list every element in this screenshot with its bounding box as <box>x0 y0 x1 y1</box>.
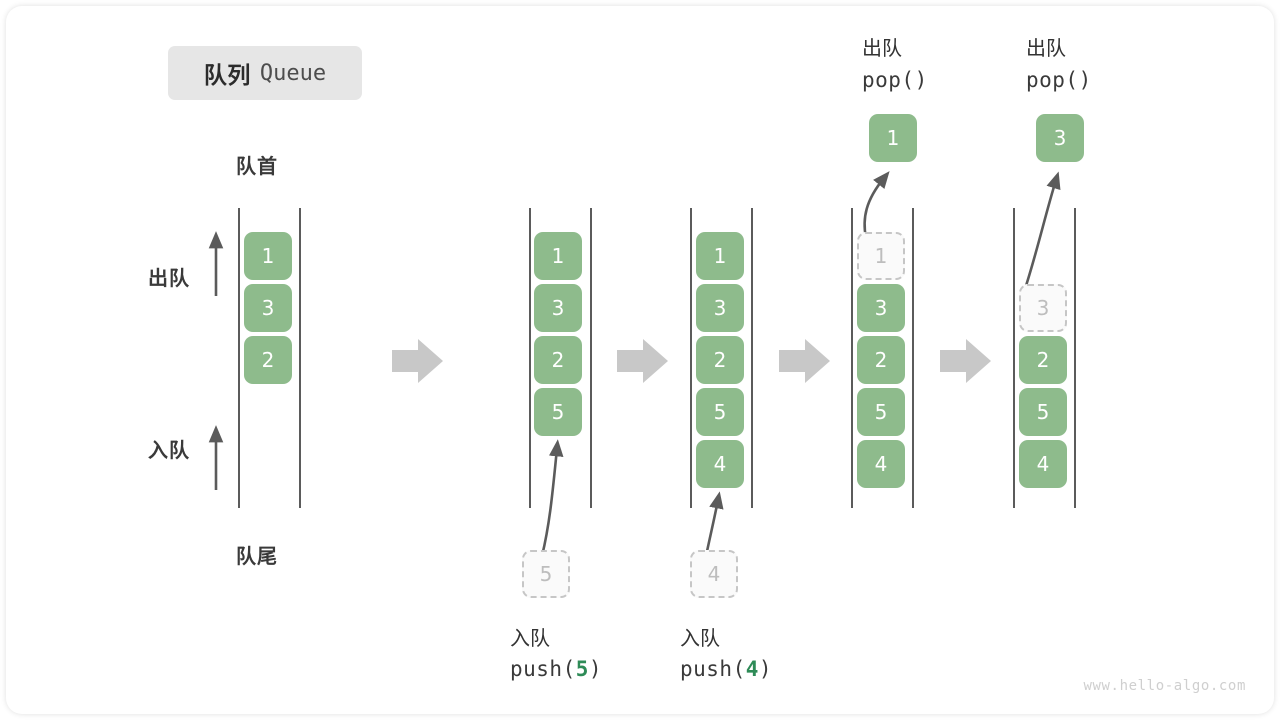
pop-3-call: pop() <box>1026 68 1092 92</box>
label-front: 队首 <box>236 154 278 178</box>
pop-1-call: pop() <box>862 68 928 92</box>
queue-1-cell-2: 3 <box>244 284 292 332</box>
pop-3-arrow <box>1022 171 1061 293</box>
queue-3-rail-left <box>690 208 692 508</box>
queue-1-rail-right <box>299 208 301 508</box>
title-cn: 队列 <box>203 63 251 89</box>
queue-2-cell-2: 3 <box>534 284 582 332</box>
queue-2-cell-3: 2 <box>534 336 582 384</box>
queue-4-cell-4: 5 <box>857 388 905 436</box>
push-4-call-post: ) <box>758 657 773 681</box>
queue-2-cell-1: 1 <box>534 232 582 280</box>
queue-1-rail-left <box>238 208 240 508</box>
label-rear: 队尾 <box>236 544 278 568</box>
queue-4-popped-cell: 1 <box>869 114 917 162</box>
push-5-call-post: ) <box>588 657 603 681</box>
push-5-call: push(5) <box>510 657 602 681</box>
queue-4-cell-5: 4 <box>857 440 905 488</box>
queue-3-cell-1: 1 <box>696 232 744 280</box>
pop-1-arrow <box>863 171 890 239</box>
queue-4-ghost-cell: 1 <box>857 232 905 280</box>
stage-arrow-1 <box>392 339 443 383</box>
queue-3-cell-2: 3 <box>696 284 744 332</box>
queue-3-cell-3: 2 <box>696 336 744 384</box>
queue-4-cell-3: 2 <box>857 336 905 384</box>
label-enqueue: 入队 <box>148 438 190 462</box>
queue-2-cell-4: 5 <box>534 388 582 436</box>
push-5-arrow <box>540 439 564 557</box>
push-5-call-pre: push( <box>510 657 576 681</box>
watermark: www.hello-algo.com <box>1083 678 1246 694</box>
queue-5-popped-cell: 3 <box>1036 114 1084 162</box>
queue-5-cell-3: 2 <box>1019 336 1067 384</box>
title-en: Queue <box>259 60 327 86</box>
push-5-value: 5 <box>575 657 589 681</box>
pop-3-label-cn: 出队 <box>1026 36 1066 60</box>
queue-2-rail-right <box>590 208 592 508</box>
push-4-arrow <box>704 491 724 557</box>
push-5-label-cn: 入队 <box>510 626 550 650</box>
stage-arrow-3 <box>779 339 830 383</box>
queue-5-rail-left <box>1013 208 1015 508</box>
push-4-value: 4 <box>745 657 759 681</box>
stage-arrow-4 <box>940 339 991 383</box>
queue-5-rail-right <box>1074 208 1076 508</box>
push-4-call-pre: push( <box>680 657 746 681</box>
queue-4-cell-2: 3 <box>857 284 905 332</box>
diagram-title-chip: 队列 Queue <box>168 46 362 100</box>
queue-2-incoming-ghost-cell: 5 <box>522 550 570 598</box>
pop-1-label-cn: 出队 <box>862 36 902 60</box>
queue-5-ghost-cell: 3 <box>1019 284 1067 332</box>
push-4-label-cn: 入队 <box>680 626 720 650</box>
queue-5-cell-5: 4 <box>1019 440 1067 488</box>
queue-1-cell-3: 2 <box>244 336 292 384</box>
queue-2-rail-left <box>529 208 531 508</box>
queue-3-cell-4: 5 <box>696 388 744 436</box>
queue-4-rail-right <box>912 208 914 508</box>
queue-3-cell-5: 4 <box>696 440 744 488</box>
stage-arrow-2 <box>617 339 668 383</box>
push-4-call: push(4) <box>680 657 772 681</box>
queue-1-cell-1: 1 <box>244 232 292 280</box>
queue-5-cell-4: 5 <box>1019 388 1067 436</box>
queue-3-incoming-ghost-cell: 4 <box>690 550 738 598</box>
label-dequeue: 出队 <box>148 266 190 290</box>
queue-4-rail-left <box>851 208 853 508</box>
queue-3-rail-right <box>751 208 753 508</box>
